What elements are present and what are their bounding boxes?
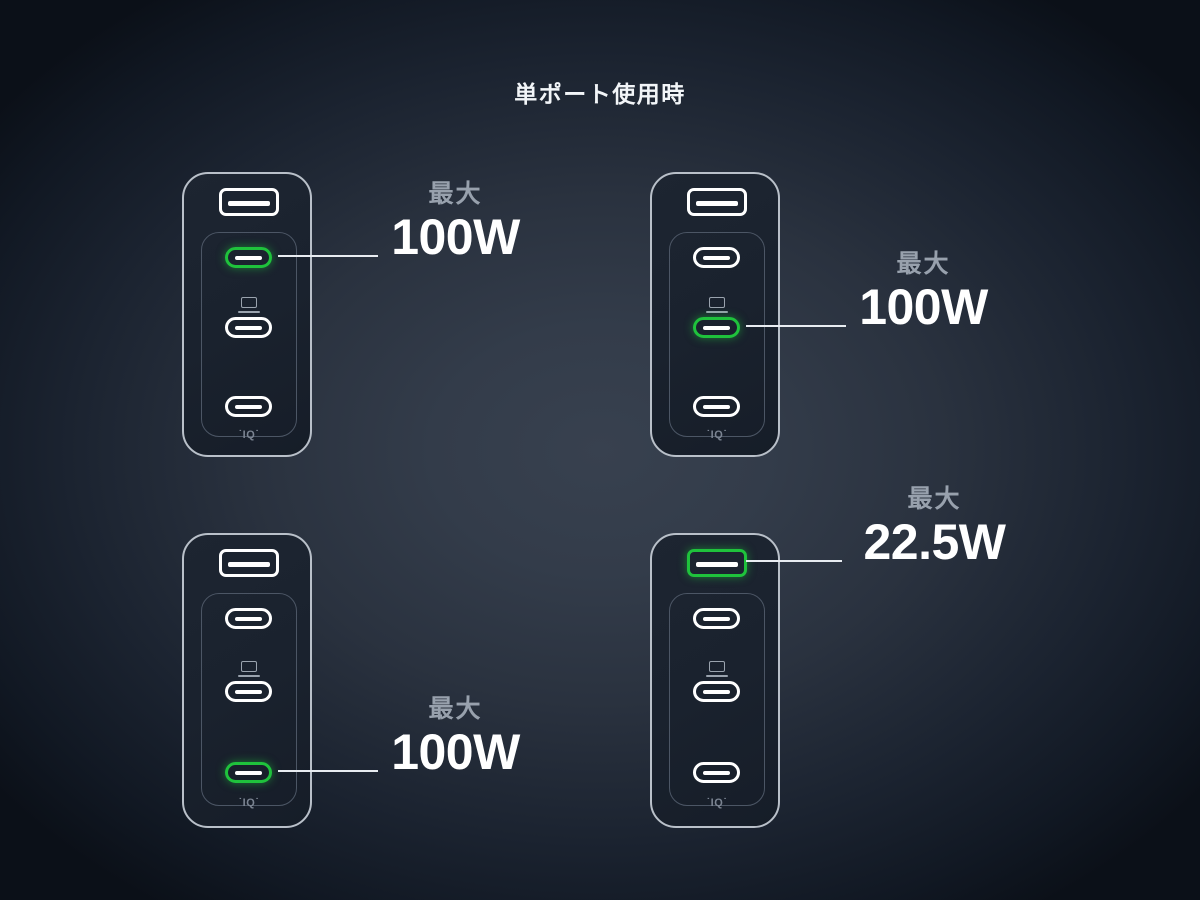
charger-inner-panel: [201, 232, 297, 437]
callout-value: 100W: [391, 723, 520, 780]
port-usb-c-3[interactable]: [693, 762, 740, 783]
charger-body: ˙IQ˙: [650, 172, 780, 457]
iq-brand-mark: ˙IQ˙: [238, 797, 260, 809]
port-usb-c-1[interactable]: [225, 608, 272, 629]
laptop-icon: [238, 661, 260, 677]
leader-line: [746, 560, 842, 562]
callout-caption: 最大: [428, 695, 483, 723]
port-usb-c-3[interactable]: [225, 762, 272, 783]
callout-bottom-right: 最大 22.5W: [842, 485, 1027, 568]
callout-top-right: 最大 100W: [846, 250, 1001, 333]
laptop-icon: [238, 297, 260, 313]
callout-bottom-left: 最大 100W: [378, 695, 533, 778]
charger-inner-panel: [669, 593, 765, 806]
callout-value: 22.5W: [863, 513, 1006, 570]
charger-inner-panel: [201, 593, 297, 806]
iq-brand-mark: ˙IQ˙: [706, 429, 728, 441]
port-usb-c-1[interactable]: [693, 247, 740, 268]
charger-body: ˙IQ˙: [182, 533, 312, 828]
callout-caption: 最大: [896, 250, 951, 278]
leader-line: [746, 325, 846, 327]
page-title: 単ポート使用時: [514, 81, 686, 107]
port-usb-c-2[interactable]: [693, 681, 740, 702]
port-usb-c-1[interactable]: [225, 247, 272, 268]
leader-line: [278, 255, 378, 257]
iq-brand-mark: ˙IQ˙: [706, 797, 728, 809]
port-usb-a[interactable]: [219, 549, 279, 577]
laptop-icon: [706, 297, 728, 313]
charger-body: ˙IQ˙: [650, 533, 780, 828]
port-usb-c-2[interactable]: [225, 681, 272, 702]
port-usb-a[interactable]: [687, 549, 747, 577]
callout-value: 100W: [391, 208, 520, 265]
port-usb-c-3[interactable]: [693, 396, 740, 417]
callout-caption: 最大: [907, 485, 962, 513]
callout-caption: 最大: [428, 180, 483, 208]
leader-line: [278, 770, 378, 772]
callout-top-left: 最大 100W: [378, 180, 533, 263]
laptop-icon: [706, 661, 728, 677]
port-usb-a[interactable]: [687, 188, 747, 216]
port-usb-c-2[interactable]: [225, 317, 272, 338]
port-usb-c-1[interactable]: [693, 608, 740, 629]
iq-brand-mark: ˙IQ˙: [238, 429, 260, 441]
charger-body: ˙IQ˙: [182, 172, 312, 457]
port-usb-a[interactable]: [219, 188, 279, 216]
callout-value: 100W: [859, 278, 988, 335]
port-usb-c-2[interactable]: [693, 317, 740, 338]
port-usb-c-3[interactable]: [225, 396, 272, 417]
charger-inner-panel: [669, 232, 765, 437]
